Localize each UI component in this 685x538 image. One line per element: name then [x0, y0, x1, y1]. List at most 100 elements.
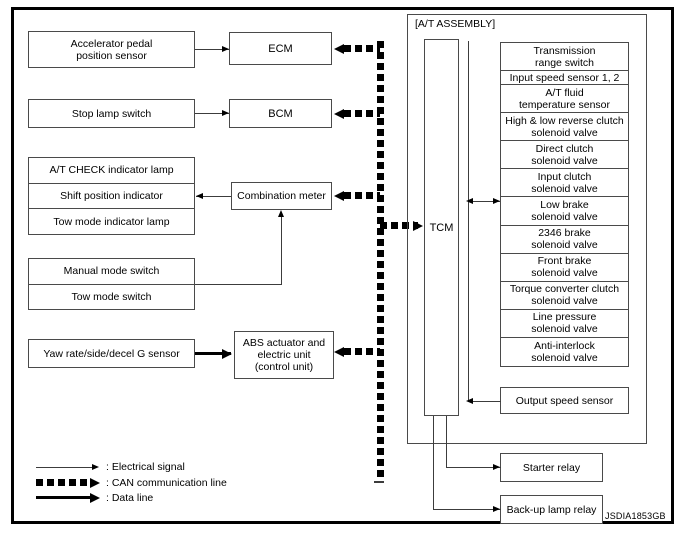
abs-label-line2: electric unit — [257, 349, 311, 361]
at-component-label-line2: solenoid valve — [531, 182, 598, 195]
can-branch-abs — [344, 348, 380, 355]
legend-arrowhead-electrical-icon — [92, 463, 99, 470]
can-bus-terminator — [374, 481, 384, 483]
at-component-label-line2: solenoid valve — [531, 295, 598, 308]
indicator-row-shift-position[interactable]: Shift position indicator — [29, 184, 194, 210]
at-component-label-line1: A/T fluid — [545, 86, 584, 99]
at-component-row[interactable]: Input speed sensor 1, 2 — [501, 71, 628, 86]
legend-sample-electrical — [36, 467, 96, 468]
connector-yaw-to-abs-data-line — [195, 352, 231, 355]
at-component-label-line2: solenoid valve — [531, 323, 598, 336]
legend-arrowhead-data-icon — [90, 492, 100, 503]
switch-row-manual-mode[interactable]: Manual mode switch — [29, 259, 194, 285]
connector-tcm-to-components — [468, 201, 500, 202]
connector-switches-horizontal — [195, 284, 282, 285]
diagram-outer-frame — [11, 7, 674, 524]
at-component-label-line2: solenoid valve — [531, 126, 598, 139]
arrowhead-components-to-tcm-icon — [466, 197, 473, 204]
legend-label-electrical: : Electrical signal — [106, 461, 185, 473]
connector-stop-lamp-to-bcm — [195, 113, 229, 114]
indicator-lamp-group: A/T CHECK indicator lamp Shift position … — [28, 157, 195, 235]
arrowhead-tcm-to-backup-icon — [493, 505, 500, 512]
bcm-label: BCM — [268, 107, 293, 120]
at-component-label-line2: solenoid valve — [531, 267, 598, 280]
connector-tcm-to-backup-vertical — [433, 416, 434, 510]
at-component-label-line1: High & low reverse clutch — [505, 114, 624, 127]
accelerator-pedal-position-sensor-box[interactable]: Accelerator pedal position sensor — [28, 31, 195, 68]
ecm-label: ECM — [268, 42, 293, 55]
at-component-label-line1: Front brake — [537, 255, 592, 268]
at-component-label-line2: temperature sensor — [518, 98, 611, 111]
ecm-box[interactable]: ECM — [229, 32, 332, 65]
accelerator-pedal-sensor-label-line1: Accelerator pedal — [70, 37, 153, 50]
at-component-label-line1: Direct clutch — [535, 142, 594, 155]
at-component-label-line1: Input speed sensor 1, 2 — [509, 71, 620, 84]
at-component-label-line2: solenoid valve — [531, 210, 598, 223]
can-branch-bcm — [344, 110, 380, 117]
arrowhead-yaw-to-abs-icon — [222, 348, 232, 359]
arrowhead-output-sensor-to-tcm-icon — [466, 397, 473, 404]
legend-label-data: : Data line — [106, 492, 154, 504]
at-component-label-line2: range switch — [535, 56, 594, 69]
abs-actuator-box[interactable]: ABS actuator and electric unit (control … — [234, 331, 334, 379]
legend-sample-can — [36, 479, 92, 486]
combination-meter-box[interactable]: Combination meter — [231, 182, 332, 210]
arrowhead-can-bcm-icon — [334, 108, 344, 119]
arrowhead-stop-lamp-to-bcm-icon — [222, 109, 229, 116]
connector-output-sensor-to-tcm — [468, 401, 501, 402]
arrowhead-switches-to-meter-icon — [277, 210, 284, 217]
arrowhead-can-ecm-icon — [334, 43, 344, 54]
output-speed-sensor-label: Output speed sensor — [515, 394, 614, 407]
at-component-label-line1: 2346 brake — [538, 227, 591, 240]
arrowhead-tcm-to-components-icon — [493, 197, 500, 204]
yaw-rate-sensor-box[interactable]: Yaw rate/side/decel G sensor — [28, 339, 195, 368]
output-speed-sensor-box[interactable]: Output speed sensor — [500, 387, 629, 414]
legend-arrowhead-can-icon — [90, 477, 100, 488]
at-assembly-boundary — [407, 14, 647, 444]
connector-switches-vertical — [281, 214, 282, 284]
connector-app-to-ecm — [195, 49, 229, 50]
stop-lamp-switch-box[interactable]: Stop lamp switch — [28, 99, 195, 128]
indicator-row-at-check[interactable]: A/T CHECK indicator lamp — [29, 158, 194, 184]
backup-lamp-relay-box[interactable]: Back-up lamp relay — [500, 495, 603, 524]
mode-switch-group: Manual mode switch Tow mode switch — [28, 258, 195, 310]
bcm-box[interactable]: BCM — [229, 99, 332, 128]
legend-sample-data — [36, 496, 94, 499]
arrowhead-meter-to-indicators-icon — [196, 192, 203, 199]
yaw-rate-sensor-label: Yaw rate/side/decel G sensor — [43, 347, 180, 360]
tcm-internal-bus — [468, 41, 469, 402]
abs-label-line3: (control unit) — [254, 361, 314, 373]
indicator-row-tow-mode[interactable]: Tow mode indicator lamp — [53, 215, 170, 228]
legend-label-can: : CAN communication line — [106, 477, 227, 489]
connector-meter-to-indicators — [196, 196, 232, 197]
abs-label-line1: ABS actuator and — [242, 337, 326, 349]
at-component-label-line1: Low brake — [540, 198, 589, 211]
accelerator-pedal-sensor-label-line2: position sensor — [76, 49, 147, 62]
arrowhead-tcm-to-starter-icon — [493, 463, 500, 470]
can-branch-combination-meter — [344, 192, 380, 199]
can-branch-tcm — [380, 222, 418, 229]
tcm-box[interactable]: TCM — [424, 39, 459, 416]
at-assembly-label: [A/T ASSEMBLY] — [415, 18, 496, 30]
at-component-label-line1: Line pressure — [532, 311, 597, 324]
arrowhead-can-meter-icon — [334, 190, 344, 201]
at-component-label-line1: Anti-interlock — [534, 339, 595, 352]
switch-row-tow-mode[interactable]: Tow mode switch — [71, 290, 152, 303]
at-component-label-line2: solenoid valve — [531, 154, 598, 167]
connector-tcm-to-starter-horizontal — [446, 467, 501, 468]
starter-relay-box[interactable]: Starter relay — [500, 453, 603, 482]
connector-tcm-to-backup-horizontal — [433, 509, 501, 510]
